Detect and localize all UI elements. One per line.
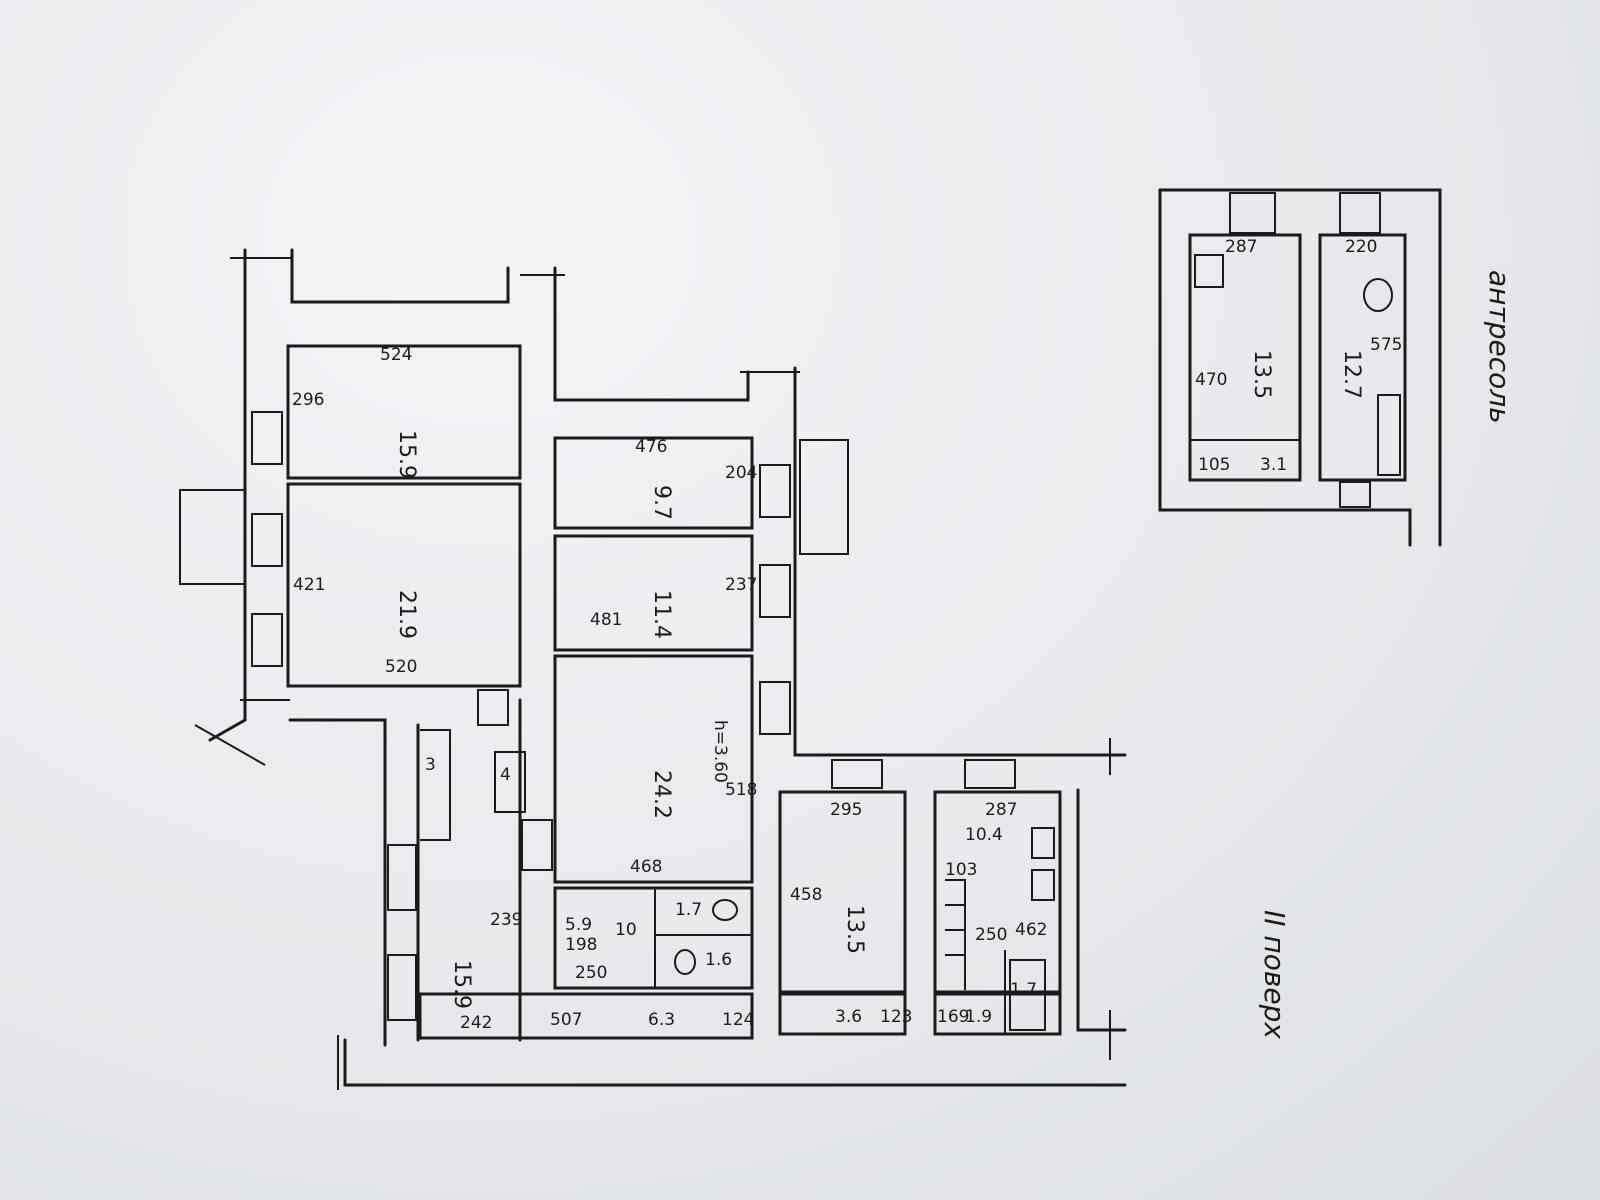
room-15-area: 13.5 — [842, 905, 867, 954]
room-8-dim: 481 — [590, 610, 622, 630]
room-10-id: 10 — [615, 920, 637, 940]
room-10-area: 5.9 — [565, 915, 592, 935]
room-14-dim: 123 — [880, 1007, 912, 1027]
bath-icon — [1009, 959, 1046, 1031]
ceiling-height: h=3.60 — [710, 720, 730, 783]
room-4-outline — [494, 751, 526, 813]
room-9-dim: 468 — [630, 857, 662, 877]
room-7-dim: 204 — [725, 463, 757, 483]
wall-bottom — [343, 1038, 1127, 1087]
wall-right-upper — [793, 366, 1127, 757]
wet-block-outline — [553, 886, 754, 990]
room-9-area: 24.2 — [649, 770, 674, 819]
room-19-area: 3.1 — [1260, 455, 1287, 475]
mezz-window — [1339, 192, 1381, 234]
stair-16 — [945, 879, 966, 990]
room-17-area: 1.9 — [965, 1007, 992, 1027]
room-13-area: 6.3 — [648, 1010, 675, 1030]
bath-icon — [1377, 394, 1401, 476]
mezz-outer — [1158, 188, 1442, 547]
room-15-dim: 458 — [790, 885, 822, 905]
room-5-dim: 421 — [293, 575, 325, 595]
room-17-outline — [933, 992, 1062, 1036]
wall-top-notch — [290, 248, 510, 304]
room-5-dim: 520 — [385, 657, 417, 677]
wall-right-lower — [1076, 788, 1127, 1032]
room-18-dim: 462 — [1015, 920, 1047, 940]
room-3-id: 3 — [425, 755, 436, 775]
room-11-area: 1.7 — [675, 900, 702, 920]
room-6-area: 15.9 — [394, 430, 419, 479]
mezz-window — [1339, 481, 1371, 508]
room-13-outline — [418, 992, 754, 1040]
room-10-dim: 198 — [565, 935, 597, 955]
wall-top-mid — [553, 266, 750, 402]
room-13-dim: 507 — [550, 1010, 582, 1030]
main-plan-walls — [179, 248, 1127, 1090]
room-6-outline — [286, 344, 522, 480]
room-7-outline — [553, 436, 754, 530]
room-14-area: 3.6 — [835, 1007, 862, 1027]
room-21-dim: 220 — [1345, 237, 1377, 257]
windows — [179, 411, 1016, 1021]
room-6-dim: 296 — [292, 390, 324, 410]
room-21-outline — [1318, 233, 1407, 482]
stove-icon — [1194, 254, 1224, 288]
room-20-area: 13.5 — [1249, 350, 1274, 399]
room-3-outline — [420, 729, 451, 841]
room-9-dim: 518 — [725, 780, 757, 800]
room-21-area: 12.7 — [1339, 350, 1364, 399]
room-5-area: 21.9 — [394, 590, 419, 639]
mezz-window — [1229, 192, 1276, 234]
room-16-outline — [933, 790, 1062, 994]
stove-icon — [1031, 827, 1055, 859]
room-17-dim: 169 — [937, 1007, 969, 1027]
room-14-outline — [778, 992, 907, 1036]
room-16-area: 10.4 — [965, 825, 1003, 845]
room-1-dim: 242 — [460, 1013, 492, 1033]
room-6-dim: 524 — [380, 345, 412, 365]
room-labels: 15.9 524 296 21.9 520 421 9.7 476 204 11… — [292, 237, 1402, 1033]
room-20-dim: 287 — [1225, 237, 1257, 257]
toilet-icon — [712, 899, 738, 921]
corridor-left-wall — [288, 718, 387, 1047]
mezz-outer-left — [1158, 188, 1412, 547]
room-16-dim: 287 — [985, 800, 1017, 820]
mezzanine-title: антресоль — [1483, 270, 1516, 424]
room-20-dim: 470 — [1195, 370, 1227, 390]
room-12-area: 1.6 — [705, 950, 732, 970]
toilet-icon — [674, 949, 696, 975]
room-18-dim: 250 — [975, 925, 1007, 945]
room-5-outline — [286, 482, 522, 688]
room-8-area: 11.4 — [649, 590, 674, 639]
wall-left — [208, 248, 247, 742]
room-20-outline — [1188, 233, 1302, 482]
mezzanine-plan — [1158, 188, 1442, 547]
stove-icon — [1031, 869, 1055, 901]
room-13-dim: 124 — [722, 1010, 754, 1030]
room-15-dim: 295 — [830, 800, 862, 820]
room-9-outline — [553, 654, 754, 884]
room-1-dim: 239 — [490, 910, 522, 930]
room-18-area: 1.7 — [1010, 980, 1037, 1000]
room-4-id: 4 — [500, 765, 511, 785]
room-21-dim: 575 — [1370, 335, 1402, 355]
room-10-dim: 250 — [575, 963, 607, 983]
room-7-dim: 476 — [635, 437, 667, 457]
room-1-area: 15.9 — [449, 960, 474, 1009]
toilet-icon — [1363, 278, 1393, 312]
room-19-dim: 105 — [1198, 455, 1230, 475]
fixtures — [674, 827, 1055, 1031]
section-markers — [194, 257, 1111, 1090]
room-8-dim: 237 — [725, 575, 757, 595]
room-15-outline — [778, 790, 907, 994]
room-16-dim: 103 — [945, 860, 977, 880]
room-7-area: 9.7 — [649, 485, 674, 520]
floor-title: II поверх — [1258, 910, 1291, 1039]
room-8-outline — [553, 534, 754, 652]
